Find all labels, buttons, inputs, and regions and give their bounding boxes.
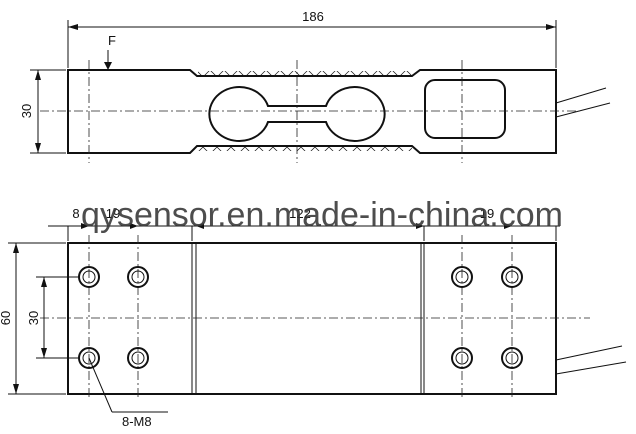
mounting-holes — [78, 266, 523, 369]
height-arrow-bottom — [35, 143, 41, 153]
seg-arrow — [416, 223, 424, 229]
seg-right-label: 19 — [480, 206, 494, 221]
mounting-hole — [451, 347, 473, 369]
seg-arrow — [504, 223, 512, 229]
top-view-body-outline — [67, 69, 557, 154]
mounting-hole-inner — [82, 351, 96, 365]
bottom-view: 8 19 122 19 60 30 8-M8 — [0, 206, 627, 429]
cable-line-lower — [555, 102, 611, 118]
mounting-hole — [78, 347, 100, 369]
h60-arrow-bottom — [13, 384, 19, 394]
h60-arrow-top — [13, 243, 19, 253]
mounting-hole — [127, 266, 149, 288]
h30-arrow-top — [41, 277, 47, 287]
length-arrow-right — [546, 24, 556, 30]
force-arrow-head — [104, 62, 112, 70]
mounting-hole-inner — [455, 270, 469, 284]
cable-cover-hatched — [424, 79, 506, 139]
mounting-hole — [127, 347, 149, 369]
top-groove-hatch — [198, 71, 412, 76]
binocular-hole — [208, 86, 386, 142]
hole-spacing-label: 30 — [26, 311, 41, 325]
seg-arrow — [196, 223, 204, 229]
mounting-hole — [501, 266, 523, 288]
seg-left-a-label: 8 — [72, 206, 79, 221]
mounting-hole — [451, 266, 473, 288]
mounting-hole-inner — [455, 351, 469, 365]
thread-leader-line — [88, 357, 113, 413]
mounting-hole — [501, 347, 523, 369]
seg-arrow — [130, 223, 138, 229]
bottom-view-body-outline — [67, 242, 557, 395]
mounting-hole — [78, 266, 100, 288]
seg-mid-label: 122 — [289, 206, 311, 221]
height-total-label: 60 — [0, 311, 13, 325]
force-label: F — [108, 33, 116, 48]
length-label: 186 — [302, 9, 324, 24]
strain-area-hatched — [195, 242, 422, 395]
bottom-cable-line-lower — [555, 361, 627, 375]
height-arrow-top — [35, 70, 41, 80]
cable-line-upper — [555, 87, 607, 104]
watermark-text: qysensor.en.made-in-china.com — [81, 196, 563, 234]
mounting-hole-inner — [505, 351, 519, 365]
mounting-hole-inner — [131, 351, 145, 365]
h30-arrow-bottom — [41, 348, 47, 358]
thread-label: 8-M8 — [122, 414, 152, 429]
length-arrow-left — [68, 24, 78, 30]
seg-left-b-label: 19 — [106, 206, 120, 221]
mounting-hole-inner — [131, 270, 145, 284]
height-label: 30 — [19, 104, 34, 118]
mounting-hole-inner — [505, 270, 519, 284]
mounting-hole-inner — [82, 270, 96, 284]
top-view: F 186 30 — [19, 9, 611, 163]
seg-arrow — [81, 223, 89, 229]
bottom-groove-hatch — [198, 146, 412, 151]
bottom-cable-line-upper — [555, 345, 623, 361]
